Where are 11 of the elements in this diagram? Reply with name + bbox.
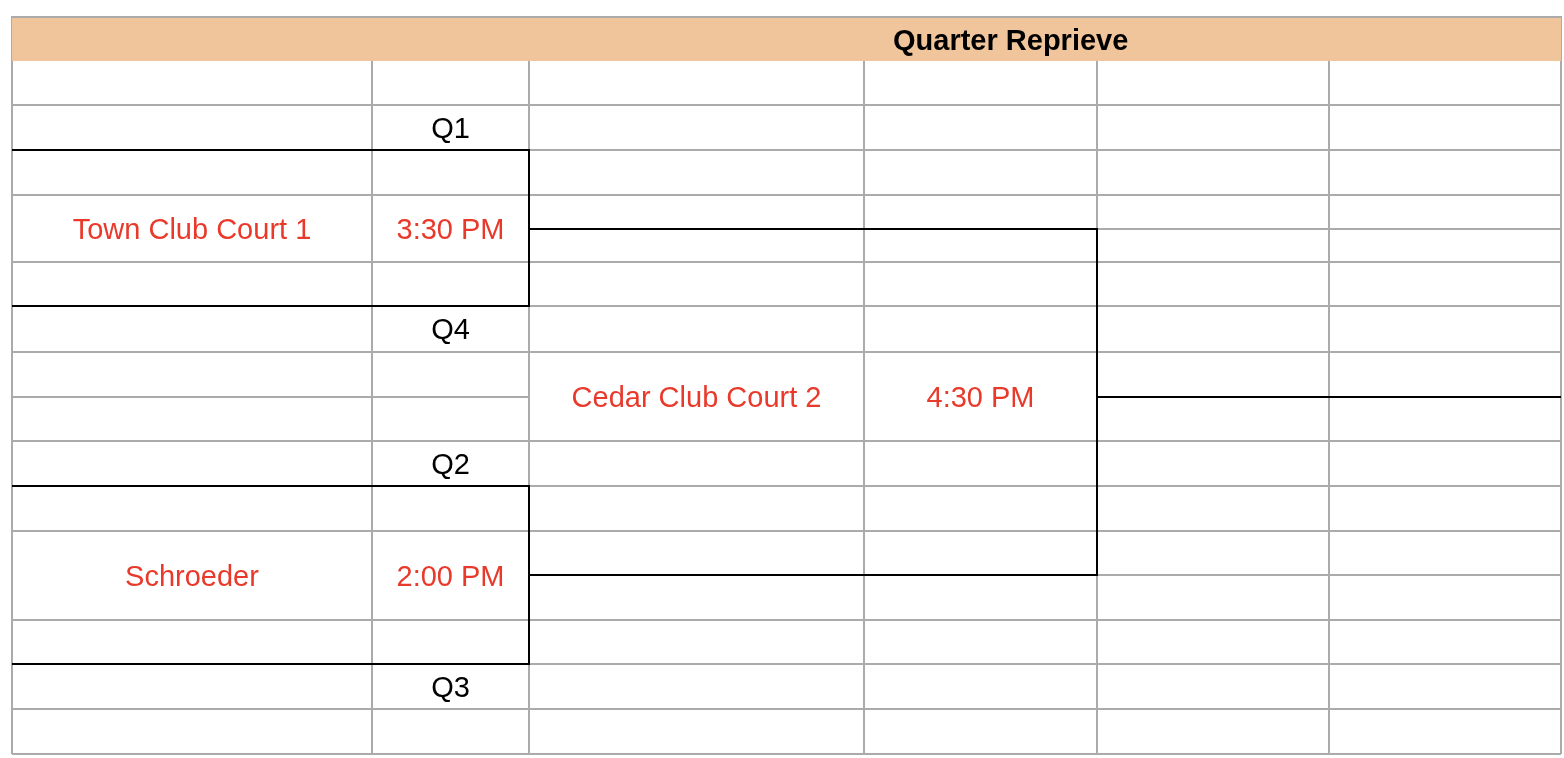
venue-name: Cedar Club Court 2 <box>571 379 822 414</box>
slot-label: Q2 <box>431 446 470 481</box>
title: Quarter Reprieve <box>893 23 1129 57</box>
match-time: 2:00 PM <box>396 558 505 593</box>
match-time: 3:30 PM <box>396 211 505 246</box>
slot-label: Q4 <box>431 312 470 346</box>
venue-name: Schroeder <box>125 558 259 593</box>
slot-label: Q3 <box>431 669 470 704</box>
match-time: 4:30 PM <box>926 379 1035 414</box>
slot-label: Q1 <box>431 110 470 145</box>
venue-name: Town Club Court 1 <box>72 211 312 246</box>
